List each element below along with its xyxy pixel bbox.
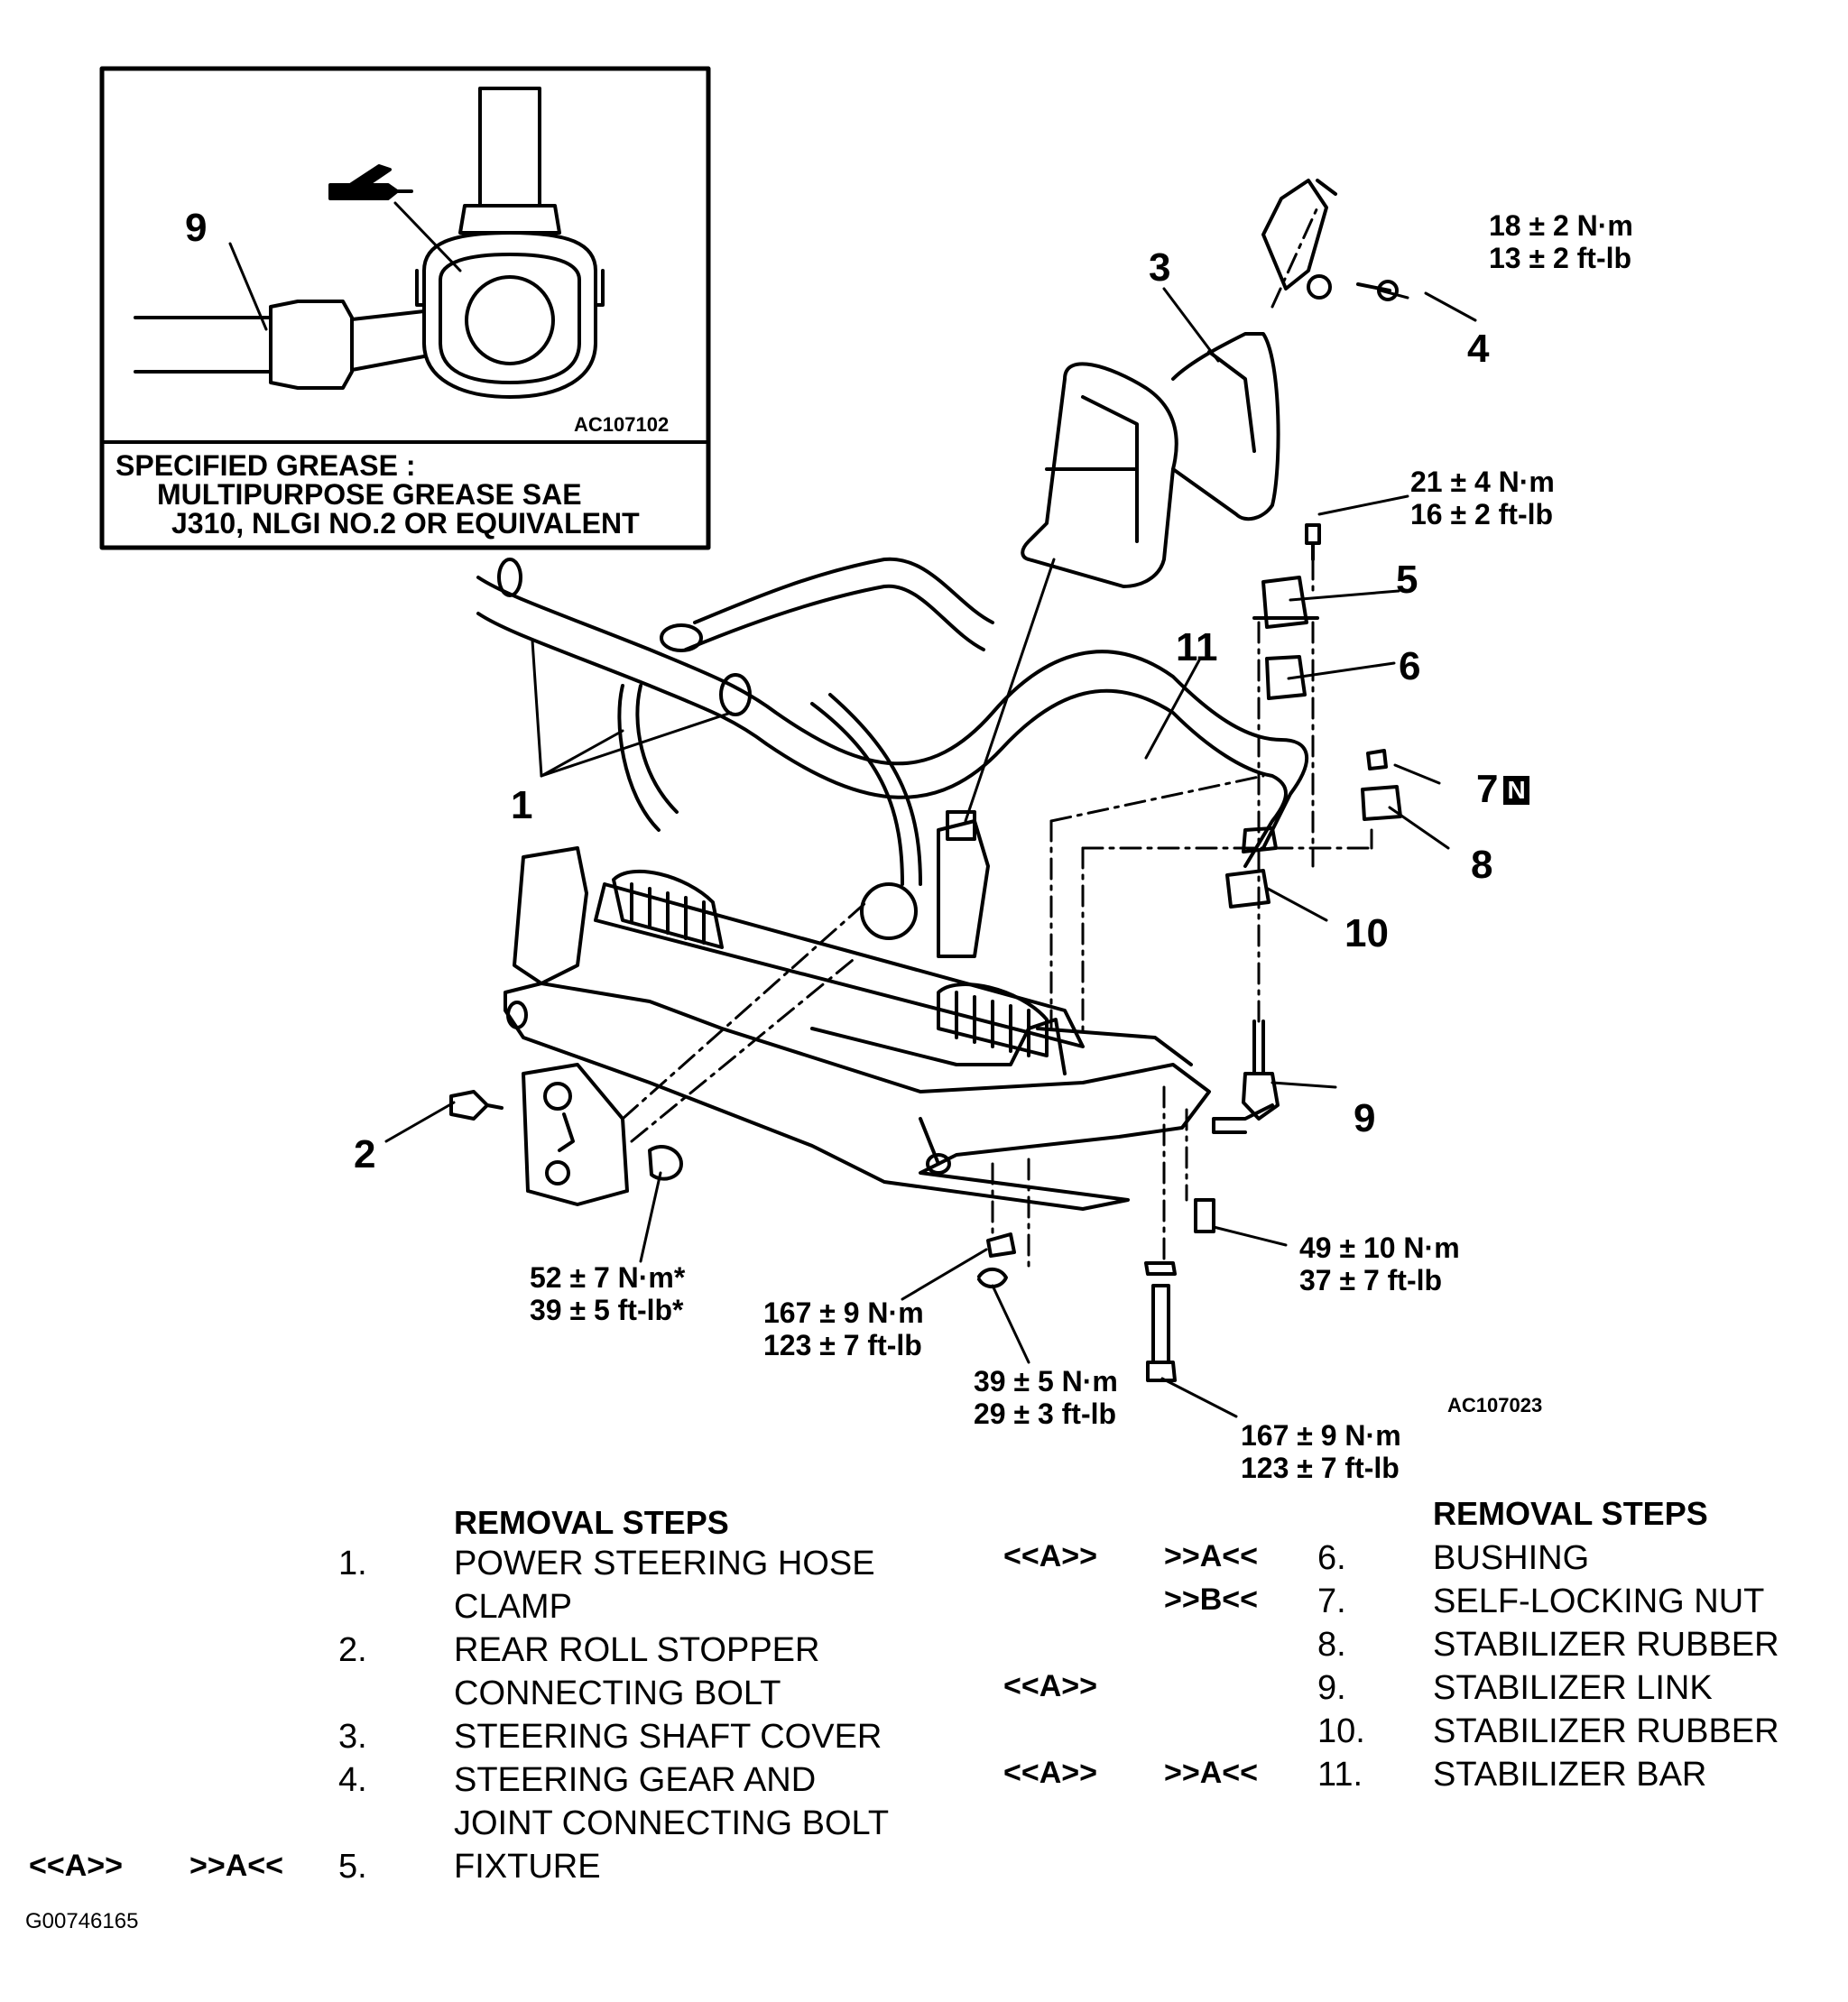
step-text: JOINT CONNECTING BOLT (454, 1804, 890, 1842)
callout-4: 4 (1467, 327, 1490, 371)
callout-6: 6 (1399, 644, 1421, 688)
step-text: REAR ROLL STOPPER (454, 1631, 820, 1669)
document-code: G00746165 (25, 1909, 139, 1933)
step-ref-removal: <<A>> (1003, 1669, 1097, 1703)
torque-spec-bottom: 167 ± 9 N·m 123 ± 7 ft-lb (1241, 1419, 1401, 1484)
alignment-lines (621, 206, 1373, 1269)
torque-ftlb: 29 ± 3 ft-lb (974, 1398, 1117, 1430)
stabilizer-link-parts (1212, 523, 1402, 1134)
step-number: 11. (1317, 1756, 1363, 1794)
torque-nm: 167 ± 9 N·m (763, 1296, 924, 1329)
grease-note-line-3: J310, NLGI NO.2 OR EQUIVALENT (171, 507, 640, 540)
callout-5: 5 (1396, 558, 1418, 602)
non-reusable-mark: N (1503, 776, 1529, 805)
torque-spec-4: 18 ± 2 N·m 13 ± 2 ft-lb (1489, 209, 1633, 274)
callout-1: 1 (511, 783, 533, 827)
step-text: STABILIZER BAR (1433, 1756, 1707, 1794)
inset-ball-joint (134, 87, 605, 399)
inset-frame (99, 66, 711, 550)
callout-11: 11 (1176, 625, 1218, 669)
step-ref-installation: >>A<< (1164, 1756, 1258, 1790)
step-ref-removal: <<A>> (1003, 1539, 1097, 1573)
steering-gear-assembly (594, 810, 1085, 1057)
torque-nm: 52 ± 7 N·m* (530, 1261, 686, 1294)
callout-9: 9 (1354, 1096, 1376, 1140)
removal-steps-heading-left: REMOVAL STEPS (454, 1504, 729, 1541)
step-number: 5. (338, 1848, 367, 1886)
step-text: STEERING GEAR AND (454, 1761, 817, 1799)
step-text: STEERING SHAFT COVER (454, 1718, 882, 1756)
step-text: STABILIZER LINK (1433, 1669, 1713, 1707)
torque-ftlb: 123 ± 7 ft-lb (763, 1329, 922, 1361)
step-number: 10. (1317, 1712, 1365, 1750)
torque-spec-mid: 39 ± 5 N·m 29 ± 3 ft-lb (974, 1365, 1118, 1430)
step-number: 3. (338, 1718, 367, 1756)
leader-lines (384, 287, 1477, 1418)
step-number: 4. (338, 1761, 367, 1799)
torque-spec-5: 21 ± 4 N·m 16 ± 2 ft-lb (1410, 466, 1555, 530)
step-text: POWER STEERING HOSE (454, 1545, 875, 1582)
stabilizer-bar (476, 557, 1308, 868)
step-text: FIXTURE (454, 1848, 601, 1886)
torque-nm: 49 ± 10 N·m (1299, 1232, 1460, 1264)
steering-joint (1261, 179, 1399, 301)
step-number: 1. (338, 1545, 367, 1582)
torque-nm: 167 ± 9 N·m (1241, 1419, 1401, 1452)
torque-ftlb: 37 ± 7 ft-lb (1299, 1264, 1443, 1296)
grease-note-line-2: MULTIPURPOSE GREASE SAE (157, 478, 582, 511)
step-text: STABILIZER RUBBER (1433, 1712, 1779, 1750)
torque-spec-stopper: 52 ± 7 N·m* 39 ± 5 ft-lb* (530, 1261, 685, 1326)
removal-steps-heading-right: REMOVAL STEPS (1433, 1495, 1708, 1532)
torque-spec-front: 167 ± 9 N·m 123 ± 7 ft-lb (763, 1296, 924, 1361)
grease-note-line-1: SPECIFIED GREASE : (116, 449, 416, 482)
step-text: SELF-LOCKING NUT (1433, 1582, 1765, 1620)
step-ref-removal: <<A>> (29, 1849, 123, 1883)
step-ref-installation: >>B<< (1164, 1582, 1258, 1617)
step-ref-installation: >>A<< (189, 1849, 283, 1883)
rear-roll-stopper (449, 1063, 683, 1206)
power-steering-hose (617, 684, 922, 886)
callout-10: 10 (1344, 911, 1389, 955)
bottom-bolts (977, 1198, 1215, 1382)
torque-ftlb: 39 ± 5 ft-lb* (530, 1294, 684, 1326)
torque-spec-side: 49 ± 10 N·m 37 ± 7 ft-lb (1299, 1232, 1460, 1296)
figure-code: AC107023 (1447, 1394, 1543, 1416)
torque-ftlb: 123 ± 7 ft-lb (1241, 1452, 1400, 1484)
step-ref-installation: >>A<< (1164, 1539, 1258, 1573)
torque-nm: 39 ± 5 N·m (974, 1365, 1118, 1398)
step-text: STABILIZER RUBBER (1433, 1626, 1779, 1664)
torque-nm: 21 ± 4 N·m (1410, 466, 1555, 498)
inset-callout-9: 9 (185, 206, 208, 250)
crossmember (504, 846, 1211, 1211)
step-number: 9. (1317, 1669, 1346, 1707)
callout-2: 2 (354, 1132, 376, 1176)
callout-8: 8 (1471, 843, 1493, 887)
torque-ftlb: 16 ± 2 ft-lb (1410, 498, 1554, 530)
step-text: CLAMP (454, 1588, 572, 1626)
torque-ftlb: 13 ± 2 ft-lb (1489, 242, 1632, 274)
torque-nm: 18 ± 2 N·m (1489, 209, 1633, 242)
step-text: CONNECTING BOLT (454, 1674, 781, 1712)
inset-figure-code: AC107102 (574, 413, 670, 436)
step-number: 7. (1317, 1582, 1346, 1620)
step-number: 6. (1317, 1539, 1346, 1577)
callout-7-number: 7 (1476, 767, 1499, 811)
step-number: 2. (338, 1631, 367, 1669)
steering-shaft-cover (1021, 332, 1280, 588)
specified-grease-note: SPECIFIED GREASE : MULTIPURPOSE GREASE S… (116, 451, 640, 538)
step-number: 8. (1317, 1626, 1346, 1664)
step-text: BUSHING (1433, 1539, 1590, 1577)
callout-3: 3 (1149, 245, 1171, 290)
step-ref-removal: <<A>> (1003, 1756, 1097, 1790)
